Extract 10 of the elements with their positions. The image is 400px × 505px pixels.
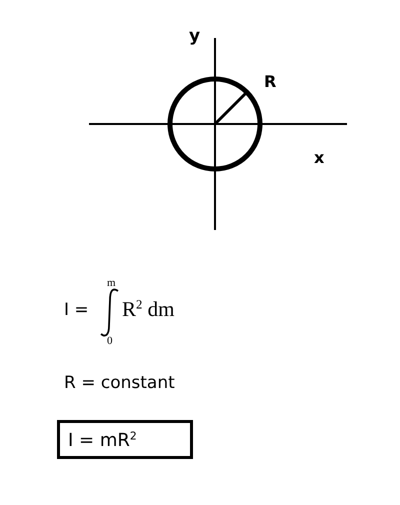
integral-limit: 0 [107, 336, 112, 347]
equation-text: R$^{2}$ dm [122, 299, 174, 320]
integral-limit: m [107, 278, 116, 289]
equation-text: I = mR$^{2}$ [68, 430, 137, 451]
equation-text: R = constant [64, 375, 175, 392]
axis-label: y [189, 28, 200, 45]
equation-text: I = [64, 302, 89, 319]
radius-label: R [264, 74, 276, 90]
axis-label: x [314, 150, 324, 166]
result-box [57, 420, 193, 459]
